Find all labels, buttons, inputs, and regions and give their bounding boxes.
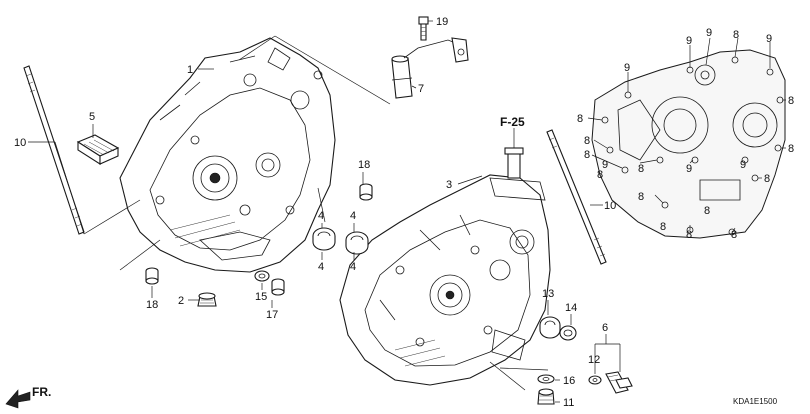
leader-lines [28, 20, 621, 403]
bearing-4-right [345, 231, 369, 255]
sensor-bolt [418, 16, 429, 41]
washer-16 [537, 374, 555, 384]
washer-12 [588, 375, 602, 385]
bolt-callout: 9 [686, 35, 692, 47]
front-direction-arrow [5, 389, 31, 409]
ring-14 [559, 325, 577, 341]
callout-10-left: 10 [14, 137, 26, 149]
stud-bolt-left [23, 65, 85, 235]
collar-17 [271, 278, 285, 296]
bolt-callout: 9 [706, 27, 712, 39]
bolt-callout: 8 [686, 229, 692, 241]
front-direction-label: FR. [32, 385, 51, 399]
bolt-callout: 8 [638, 163, 644, 175]
oil-strainer-screen [76, 134, 120, 166]
bolt-callout: 8 [764, 173, 770, 185]
callout-4b: 4 [318, 261, 324, 273]
bolt-callout: 8 [577, 113, 583, 125]
bolt-callout: 9 [602, 159, 608, 171]
callout-13: 13 [542, 288, 554, 300]
neutral-switch-6 [605, 371, 633, 394]
bolt-callout: 8 [584, 135, 590, 147]
callout-14: 14 [565, 302, 577, 314]
callout-18-lower: 18 [146, 299, 158, 311]
bolt-callout: 9 [686, 163, 692, 175]
stud-bolt-right [546, 129, 607, 265]
bolt-callout: 9 [740, 159, 746, 171]
bolt-callout-labels: 9 9 8 9 9 8 8 8 8 8 9 8 9 9 8 8 8 8 8 8 … [577, 27, 794, 241]
bolt-11 [537, 388, 555, 405]
oil-seal-13 [539, 316, 561, 339]
crankcase-bolt-layout-view [591, 49, 786, 239]
callout-1: 1 [187, 64, 193, 76]
drain-bolt [197, 292, 217, 307]
callout-18-upper: 18 [358, 159, 370, 171]
callout-15: 15 [255, 291, 267, 303]
callout-5: 5 [89, 111, 95, 123]
callout-2: 2 [178, 295, 184, 307]
bolt-callout: 8 [638, 191, 644, 203]
callout-labels: 1 2 3 4 4 4 4 5 6 7 10 10 11 12 13 14 15… [14, 16, 616, 409]
callout-4c: 4 [350, 210, 356, 222]
dowel-pin-18-upper [359, 183, 373, 201]
callout-11: 11 [563, 397, 574, 409]
callout-4a: 4 [318, 210, 324, 222]
left-crankcase-half [119, 37, 336, 273]
bolt-callout: 9 [766, 33, 772, 45]
bolt-callout: 8 [660, 221, 666, 233]
bolt-callout: 9 [624, 62, 630, 74]
bolt-callout: 8 [597, 169, 603, 181]
callout-16: 16 [563, 375, 575, 387]
o-ring-15 [254, 270, 270, 282]
section-reference-label: F-25 [500, 115, 525, 129]
bolt-callout: 8 [704, 205, 710, 217]
bearing-4-left [312, 227, 336, 251]
callout-17: 17 [266, 309, 278, 321]
diagram-code: KDA1E1500 [733, 397, 778, 406]
callout-7: 7 [418, 83, 424, 95]
bolt-callout: 8 [733, 29, 739, 41]
right-crankcase-half [339, 147, 551, 386]
bolt-callout: 8 [788, 143, 794, 155]
bolt-layout-leaders [587, 37, 786, 233]
speed-sensor [391, 37, 469, 99]
bolt-callout: 8 [788, 95, 794, 107]
dowel-pin-18-lower [145, 267, 159, 285]
callout-12: 12 [588, 354, 600, 366]
callout-10-right: 10 [604, 200, 616, 212]
callout-4d: 4 [350, 261, 356, 273]
callout-3: 3 [446, 179, 452, 191]
callout-6: 6 [602, 322, 608, 334]
bolt-callout: 8 [731, 229, 737, 241]
bolt-callout: 8 [584, 149, 590, 161]
callout-19: 19 [436, 16, 448, 28]
